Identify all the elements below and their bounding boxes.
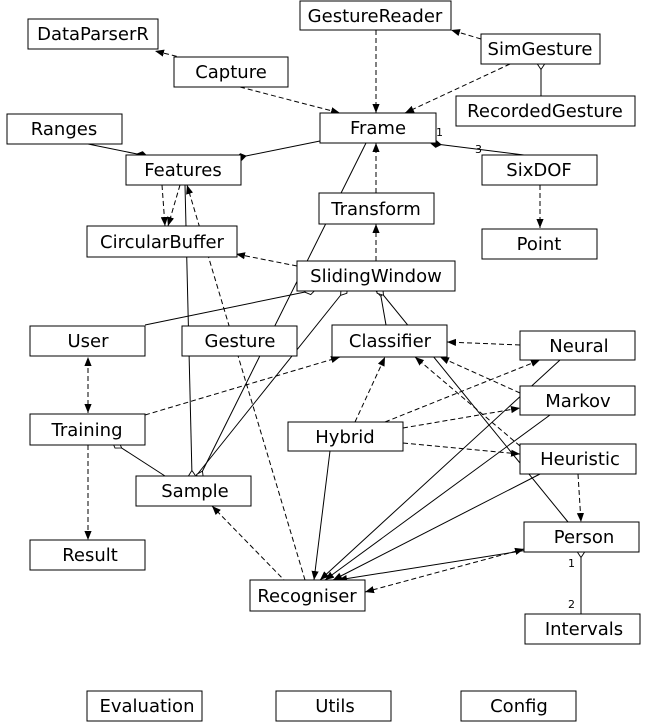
class-transform[interactable]: Transform	[318, 192, 435, 225]
class-recogniser[interactable]: Recogniser	[249, 579, 366, 612]
edge-simgesture-frame	[404, 63, 511, 114]
edge-hybrid-neural	[384, 359, 541, 423]
class-result-label: Result	[62, 545, 118, 566]
class-training[interactable]: Training	[29, 413, 146, 446]
class-evaluation-label: Evaluation	[100, 696, 195, 717]
edge-markov-recogniser	[324, 414, 551, 581]
class-capture[interactable]: Capture	[173, 56, 289, 88]
class-classifier[interactable]: Classifier	[331, 324, 448, 358]
edge-training-sample	[117, 445, 166, 477]
edge-capture-frame	[239, 86, 341, 115]
mult-frame-sixdof-1: 1	[436, 126, 443, 139]
class-slidingwindow-label: SlidingWindow	[310, 266, 442, 287]
edge-training-classifier	[144, 356, 341, 416]
class-ranges[interactable]: Ranges	[6, 113, 123, 145]
class-hybrid[interactable]: Hybrid	[287, 421, 404, 452]
class-capture-label: Capture	[195, 62, 267, 83]
class-transform-label: Transform	[330, 199, 421, 220]
class-sample-label: Sample	[161, 481, 229, 502]
edge-hybrid-recogniser	[311, 450, 331, 581]
class-recogniser-label: Recogniser	[257, 586, 357, 607]
class-user-label: User	[67, 331, 109, 352]
edge-heuristic-recogniser	[332, 473, 541, 581]
class-utils[interactable]: Utils	[275, 690, 392, 722]
class-intervals[interactable]: Intervals	[524, 613, 641, 645]
edge-heuristic-classifier	[414, 356, 521, 447]
class-person-label: Person	[554, 527, 615, 548]
class-dataparser-label: DataParserR	[37, 24, 149, 45]
edge-slidingwindow-user	[144, 291, 310, 326]
class-ranges-label: Ranges	[31, 119, 97, 140]
class-recordedgesture-label: RecordedGesture	[467, 101, 623, 122]
class-gesturereader[interactable]: GestureReader	[299, 0, 452, 31]
class-point-label: Point	[517, 234, 562, 255]
edge-recogniser-sample	[211, 505, 288, 584]
multiplicity-labels: 1 3 1 2	[436, 126, 575, 611]
class-heuristic-label: Heuristic	[540, 449, 620, 470]
class-markov[interactable]: Markov	[519, 385, 636, 416]
edge-slidingwindow-sample	[195, 291, 344, 477]
edge-slidingwindow-circularbuffer	[235, 252, 298, 267]
edge-hybrid-classifier	[354, 356, 386, 423]
class-frame-label: Frame	[350, 118, 406, 139]
mult-person-intervals-2: 2	[568, 598, 575, 611]
class-recordedgesture[interactable]: RecordedGesture	[455, 95, 636, 127]
edge-features-ranges	[87, 143, 142, 155]
class-sample[interactable]: Sample	[135, 475, 252, 507]
class-config[interactable]: Config	[460, 690, 577, 722]
class-hybrid-label: Hybrid	[315, 427, 374, 448]
class-circularbuffer-label: CircularBuffer	[100, 232, 225, 253]
class-gesture[interactable]: Gesture	[181, 325, 298, 357]
class-markov-label: Markov	[545, 391, 611, 412]
class-intervals-label: Intervals	[545, 619, 623, 640]
class-user[interactable]: User	[29, 325, 146, 357]
mult-frame-sixdof-3: 3	[475, 143, 482, 156]
class-result[interactable]: Result	[29, 539, 146, 571]
edge-recogniser-features	[186, 184, 306, 581]
edge-features-circularbuffer-2	[160, 184, 168, 227]
edge-person-recogniser	[337, 549, 529, 583]
class-nodes: DataParserR GestureReader SimGesture Cap…	[6, 0, 641, 722]
edge-hybrid-markov	[402, 405, 521, 429]
class-heuristic[interactable]: Heuristic	[519, 443, 637, 475]
class-features-label: Features	[144, 160, 221, 181]
class-config-label: Config	[490, 696, 548, 717]
class-frame[interactable]: Frame	[319, 112, 437, 144]
edge-features-frame	[241, 140, 321, 157]
edge-features-circularbuffer	[167, 184, 181, 227]
class-classifier-label: Classifier	[349, 331, 432, 352]
class-sixdof-label: SixDOF	[506, 160, 571, 181]
mult-person-intervals-1: 1	[568, 557, 575, 570]
class-point[interactable]: Point	[481, 228, 598, 260]
class-person[interactable]: Person	[523, 521, 640, 553]
class-gesturereader-label: GestureReader	[308, 6, 443, 27]
edge-hybrid-heuristic	[402, 442, 521, 457]
class-neural[interactable]: Neural	[519, 330, 636, 361]
class-sixdof[interactable]: SixDOF	[481, 154, 598, 186]
class-training-label: Training	[50, 420, 122, 441]
class-utils-label: Utils	[315, 696, 355, 717]
class-evaluation[interactable]: Evaluation	[86, 690, 203, 722]
edge-recogniser-person	[364, 547, 525, 594]
class-circularbuffer[interactable]: CircularBuffer	[86, 225, 238, 258]
edge-slidingwindow-classifier	[380, 291, 387, 326]
class-gesture-label: Gesture	[205, 331, 276, 352]
edge-markov-classifier	[439, 356, 521, 394]
class-simgesture-label: SimGesture	[488, 39, 593, 60]
class-features[interactable]: Features	[125, 154, 242, 186]
class-neural-label: Neural	[549, 336, 608, 357]
edge-simgesture-gesturereader	[450, 29, 482, 40]
class-slidingwindow[interactable]: SlidingWindow	[296, 260, 456, 292]
class-simgesture[interactable]: SimGesture	[480, 33, 601, 65]
class-dataparser[interactable]: DataParserR	[27, 18, 159, 50]
edge-heuristic-person	[576, 473, 585, 523]
edge-neural-classifier	[446, 338, 521, 346]
